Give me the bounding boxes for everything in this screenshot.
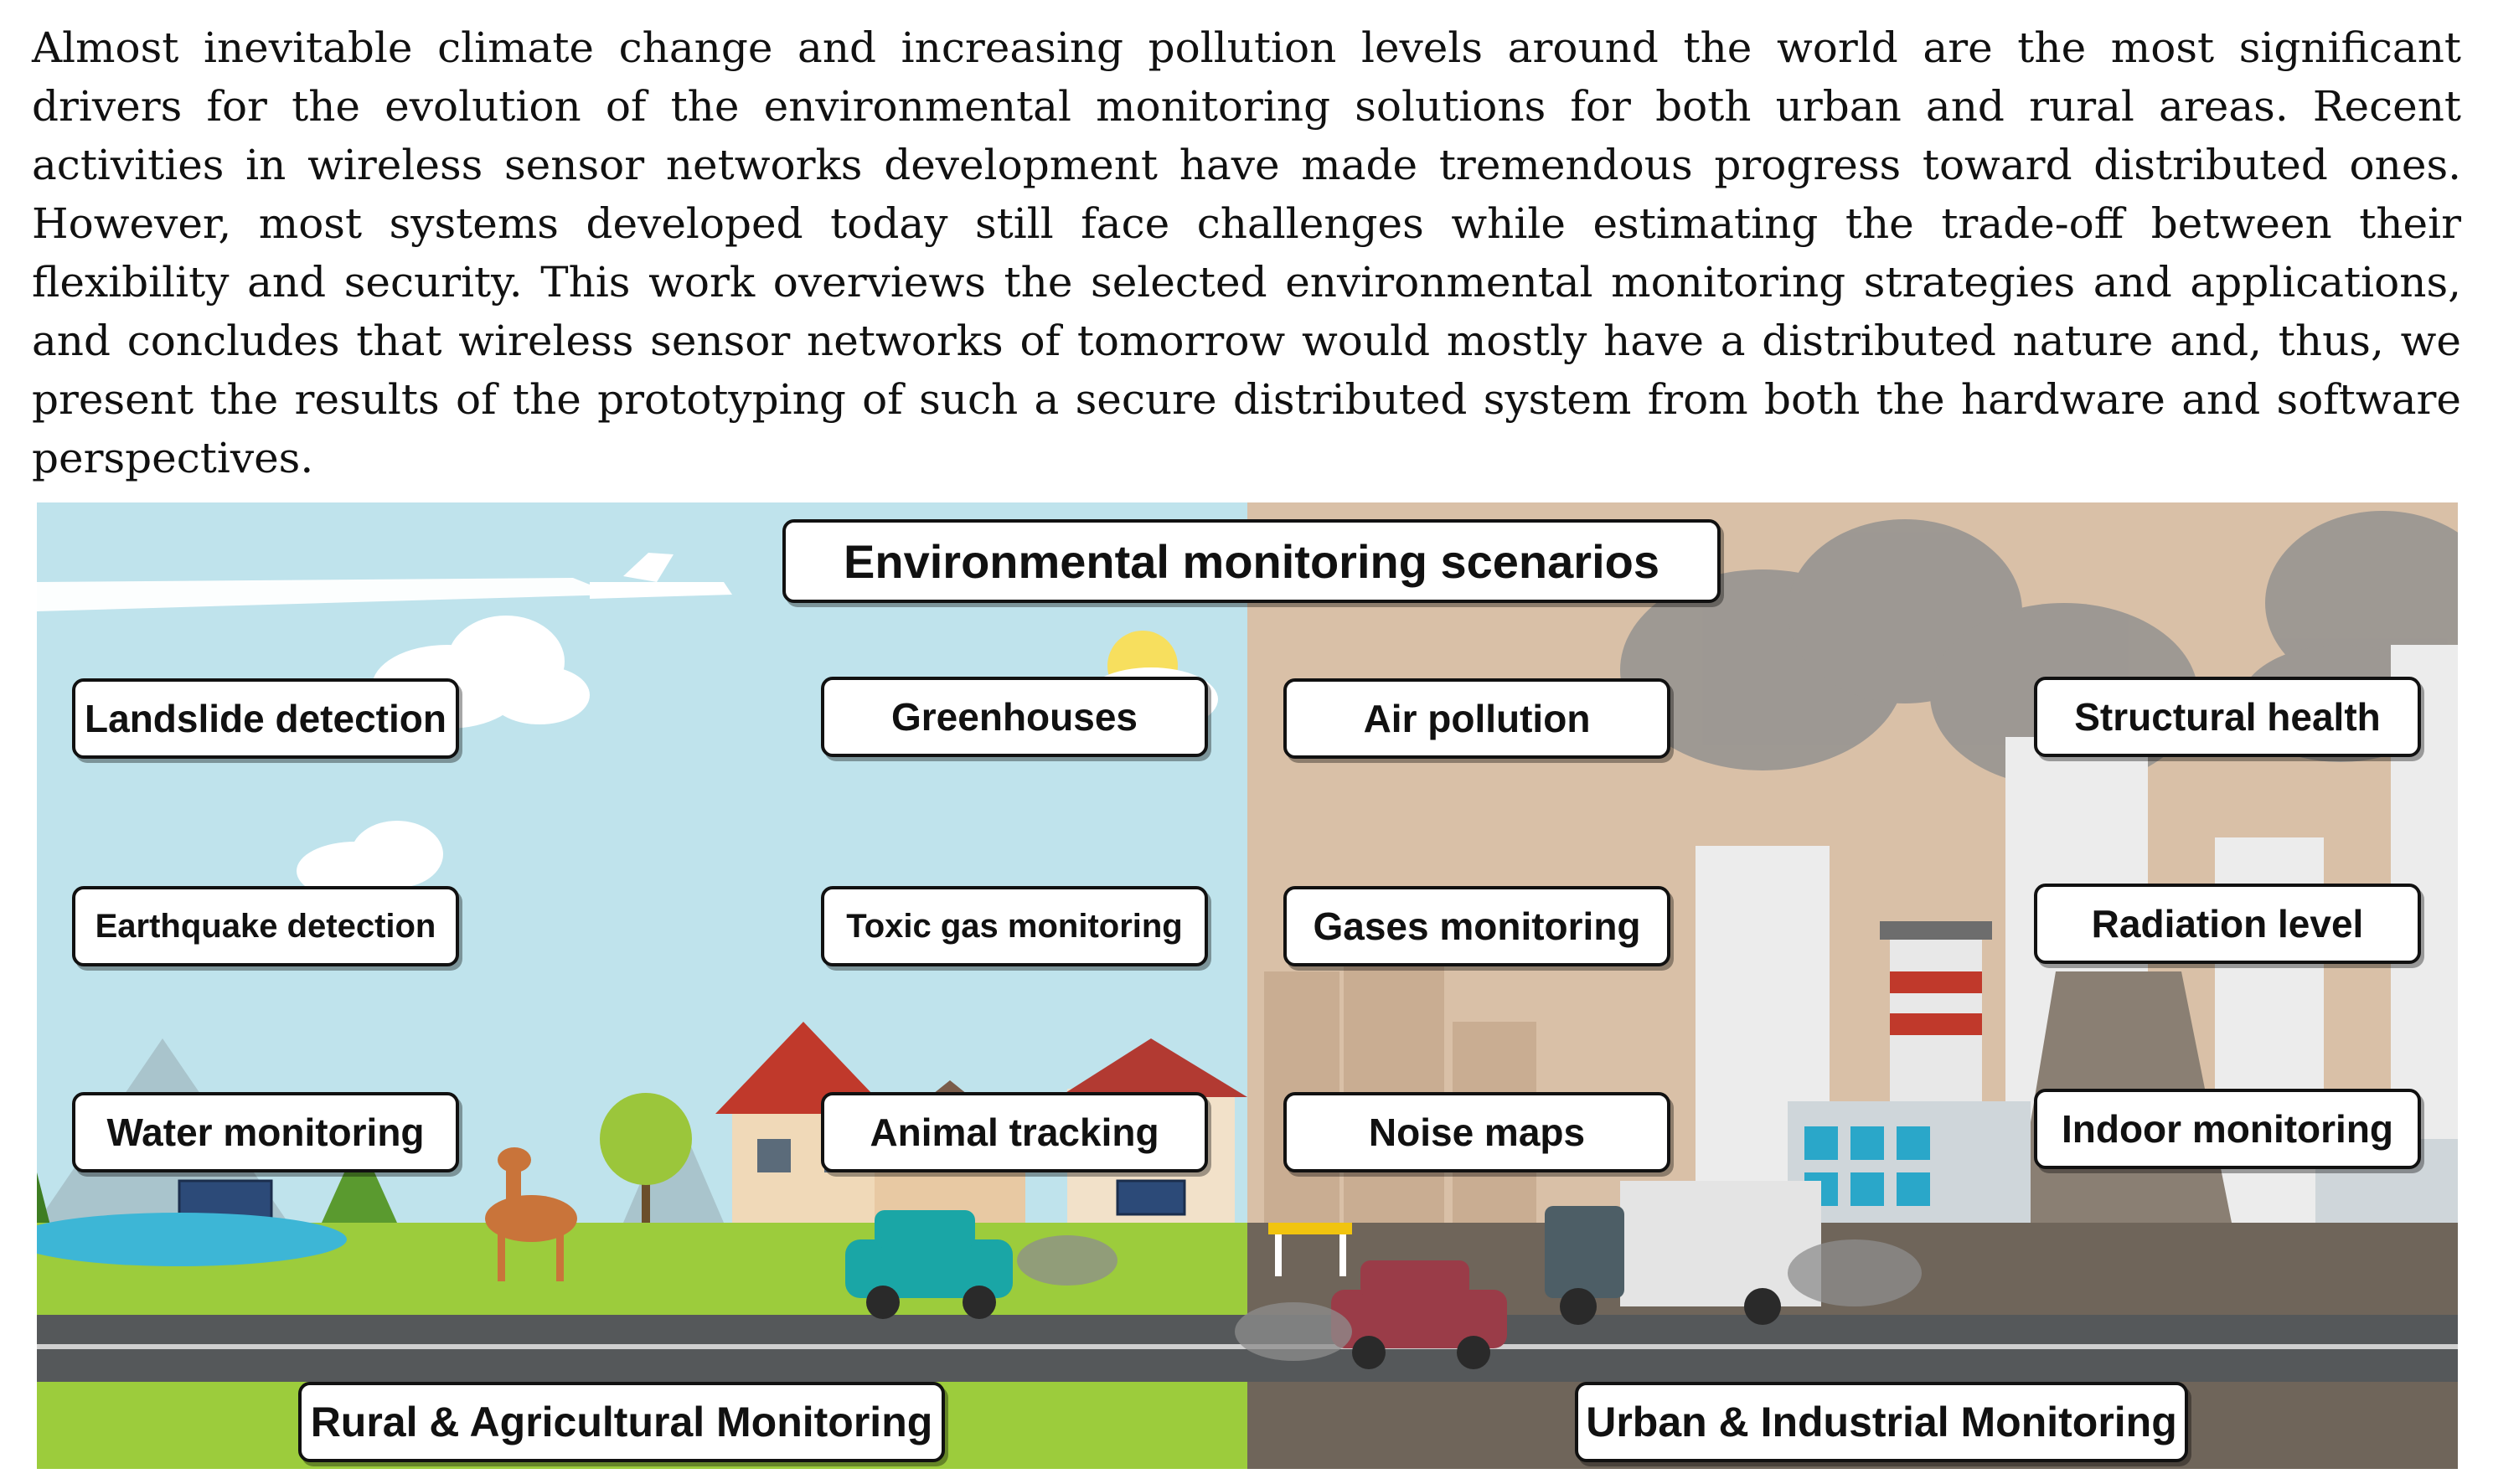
urban-footer-label: Urban & Industrial Monitoring <box>1575 1382 2188 1462</box>
label-air-pollution: Air pollution <box>1283 678 1670 759</box>
label-greenhouses: Greenhouses <box>821 677 1208 757</box>
red-car-icon <box>1331 1260 1507 1369</box>
environmental-monitoring-figure: Environmental monitoring scenarios Lands… <box>37 502 2458 1469</box>
label-radiation-level: Radiation level <box>2034 884 2421 964</box>
label-gases-monitoring: Gases monitoring <box>1283 886 1670 966</box>
figure-illustration <box>37 502 2458 1469</box>
exhaust-smoke <box>1017 1235 1922 1361</box>
label-landslide-detection: Landslide detection <box>72 678 459 759</box>
label-water-monitoring: Water monitoring <box>72 1092 459 1172</box>
label-animal-tracking: Animal tracking <box>821 1092 1208 1172</box>
teal-car-icon <box>845 1210 1013 1319</box>
abstract-paragraph: Almost inevitable climate change and inc… <box>32 23 2461 482</box>
road-barrier <box>1268 1223 1352 1276</box>
label-noise-maps: Noise maps <box>1283 1092 1670 1172</box>
truck-icon <box>1545 1181 1821 1325</box>
figure-title: Environmental monitoring scenarios <box>782 519 1721 603</box>
deer-icon <box>485 1147 577 1281</box>
factory-building <box>1788 1101 2458 1231</box>
rural-footer-label: Rural & Agricultural Monitoring <box>298 1382 945 1462</box>
airplane-icon <box>37 553 732 611</box>
label-indoor-monitoring: Indoor monitoring <box>2034 1089 2421 1169</box>
label-earthquake-detection: Earthquake detection <box>72 886 459 966</box>
label-toxic-gas-monitoring: Toxic gas monitoring <box>821 886 1208 966</box>
label-structural-health: Structural health <box>2034 677 2421 757</box>
